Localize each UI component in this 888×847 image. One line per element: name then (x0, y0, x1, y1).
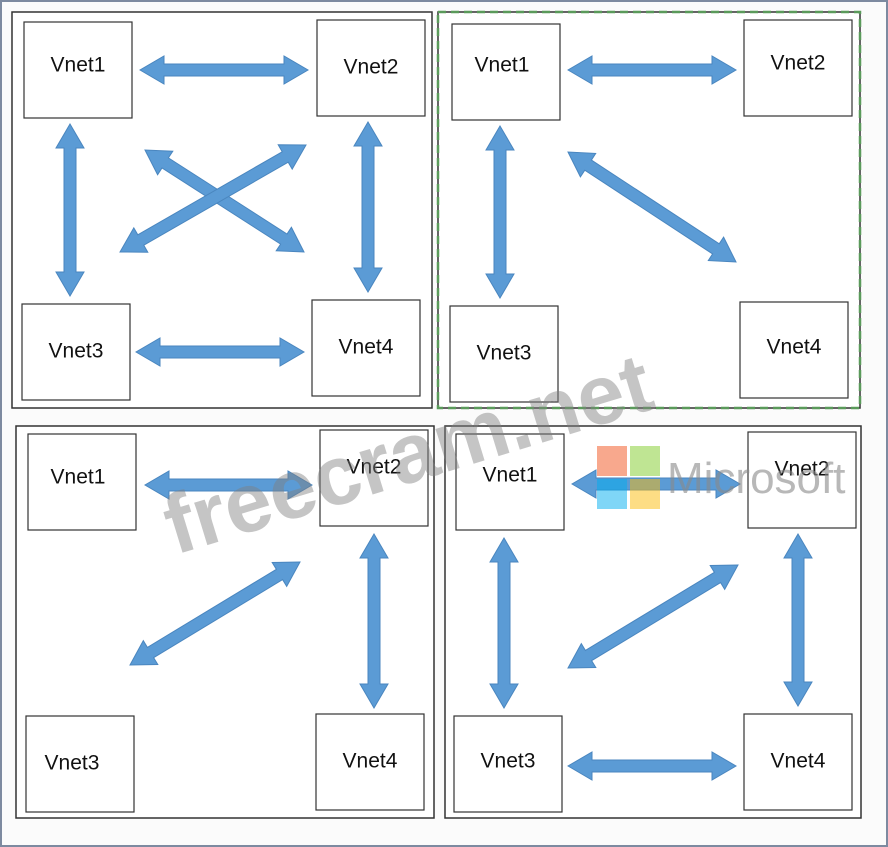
microsoft-logo: Microsoft (597, 446, 845, 509)
peering-arrow-vnet2-vnet3 (129, 561, 301, 666)
peering-arrow-vnet1-vnet2 (567, 55, 737, 85)
vnet4-box (739, 301, 849, 399)
vnet4-box (311, 299, 421, 397)
vnet1-label: Vnet1 (475, 54, 530, 77)
peering-arrow-vnet3-vnet4 (567, 751, 737, 781)
peering-arrow-vnet1-vnet3 (489, 537, 519, 709)
peering-arrow-vnet1-vnet3 (485, 125, 515, 299)
logo-square-blue (597, 479, 627, 509)
vnet3-label: Vnet3 (49, 340, 104, 363)
vnet1-box (27, 433, 137, 531)
vnet1-label: Vnet1 (51, 466, 106, 489)
peering-arrow-vnet2-vnet4 (359, 533, 389, 709)
vnet2-node: Vnet2 (743, 19, 853, 117)
vnet2-box (747, 431, 857, 529)
vnet4-label: Vnet4 (343, 750, 398, 773)
vnet3-node: Vnet3 (25, 715, 135, 813)
peering-arrow-vnet2-vnet4 (353, 121, 383, 293)
peering-arrow-vnet1-vnet4 (144, 149, 305, 253)
vnet1-label: Vnet1 (51, 54, 106, 77)
vnet2-box (316, 19, 426, 117)
peering-arrow-vnet2-vnet3 (567, 564, 739, 669)
vnet1-node: Vnet1 (27, 433, 137, 531)
vnet2-box (319, 429, 429, 527)
links (129, 470, 389, 709)
vnet1-box (455, 433, 565, 531)
vnet1-box (23, 21, 133, 119)
vnet4-node: Vnet4 (743, 713, 853, 811)
logo-square-red (597, 446, 627, 476)
peering-arrow-vnet1-vnet3 (55, 123, 85, 297)
links (55, 55, 383, 367)
vnet4-node: Vnet4 (311, 299, 421, 397)
vnet3-label: Vnet3 (481, 750, 536, 773)
peering-arrow-vnet2-vnet1 (144, 470, 313, 500)
vnet1-box (451, 23, 561, 121)
vnet4-node: Vnet4 (739, 301, 849, 399)
links (485, 55, 737, 299)
vnet2-node: Vnet2 (319, 429, 429, 527)
vnet4-box (743, 713, 853, 811)
vnet1-node: Vnet1 (451, 23, 561, 121)
selection-outline (436, 10, 862, 410)
vnet2-node: Vnet2 (316, 19, 426, 117)
logo-square-green (630, 446, 660, 476)
brand-text: Microsoft (667, 454, 845, 503)
peering-arrow-vnet2-vnet3 (119, 144, 307, 253)
vnet3-box (25, 715, 135, 813)
vnet3-node: Vnet3 (21, 303, 131, 401)
vnet2-box (743, 19, 853, 117)
vnet2-label: Vnet2 (771, 52, 826, 75)
peering-arrow-vnet1-vnet4 (567, 151, 737, 263)
logo-square-yellow (630, 479, 660, 509)
vnet2-node: Vnet2 (747, 431, 857, 529)
vnet4-label: Vnet4 (771, 750, 826, 773)
vnet4-box (315, 713, 425, 811)
vnet3-node: Vnet3 (453, 715, 563, 813)
vnet3-node: Vnet3 (449, 305, 559, 403)
vnet2-label: Vnet2 (347, 456, 402, 479)
vnet3-label: Vnet3 (45, 752, 100, 775)
vnet1-label: Vnet1 (483, 464, 538, 487)
vnet1-node: Vnet1 (23, 21, 133, 119)
vnet3-box (21, 303, 131, 401)
vnet4-label: Vnet4 (339, 336, 394, 359)
peering-arrow-vnet3-vnet4 (135, 337, 305, 367)
vnet3-box (453, 715, 563, 813)
vnet3-box (449, 305, 559, 403)
vnet4-label: Vnet4 (767, 336, 822, 359)
vnet1-node: Vnet1 (455, 433, 565, 531)
vnet4-node: Vnet4 (315, 713, 425, 811)
vnet2-label: Vnet2 (775, 458, 830, 481)
vnet3-label: Vnet3 (477, 342, 532, 365)
peering-arrow-vnet2-vnet4 (783, 533, 813, 707)
peering-arrow-vnet1-vnet2 (139, 55, 309, 85)
vnet2-label: Vnet2 (344, 56, 399, 79)
